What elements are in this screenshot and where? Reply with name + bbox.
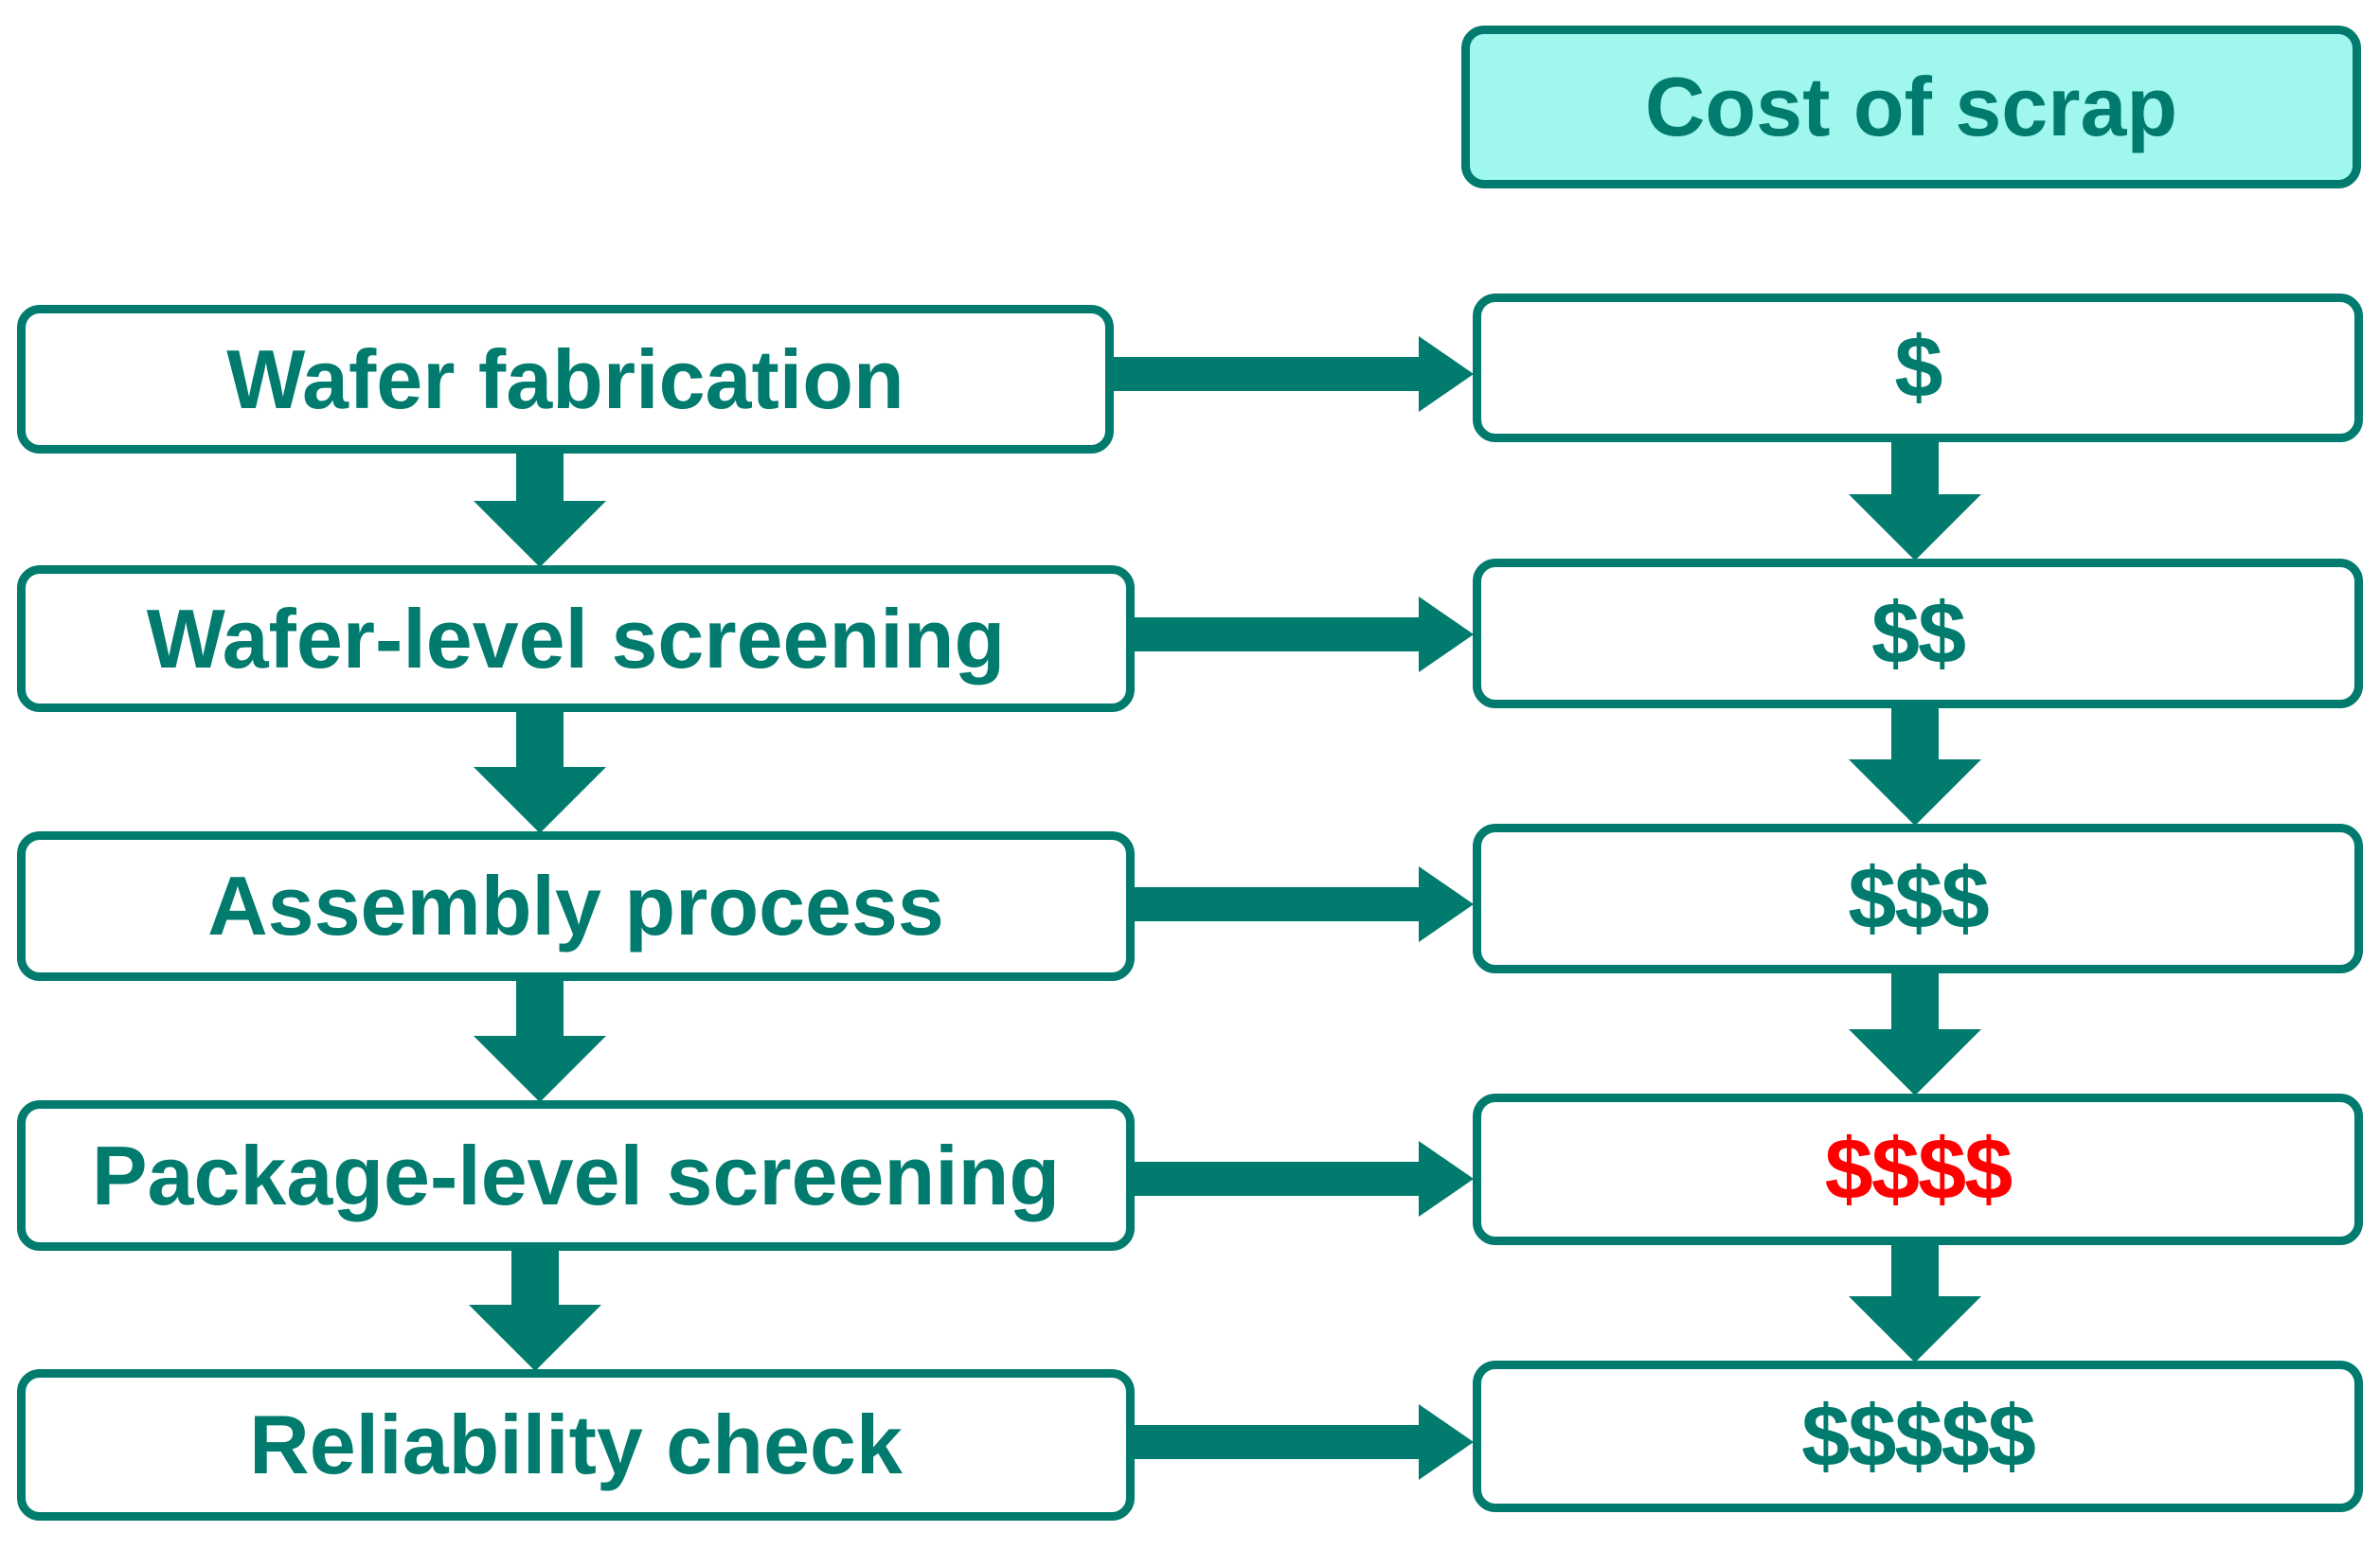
- cost-box-package-level-screening: $$$$: [1473, 1094, 2363, 1245]
- step-label: Package-level screening: [91, 1128, 1061, 1222]
- down-arrow-icon: [474, 977, 606, 1102]
- right-arrow-icon: [1114, 336, 1474, 412]
- step-label: Wafer fabrication: [226, 331, 904, 426]
- step-box-assembly-process: Assembly process: [17, 831, 1135, 981]
- cost-box-wafer-level-screening: $$: [1473, 559, 2363, 708]
- down-arrow-icon: [1849, 438, 1981, 561]
- down-arrow-icon: [474, 708, 606, 833]
- right-arrow-icon: [1135, 597, 1474, 672]
- step-label: Wafer-level screening: [146, 591, 1006, 686]
- cost-box-assembly-process: $$$: [1473, 824, 2363, 973]
- cost-value: $$$$: [1824, 1120, 2013, 1218]
- step-box-wafer-fabrication: Wafer fabrication: [17, 305, 1114, 454]
- cost-value: $$: [1870, 584, 1966, 682]
- down-arrow-icon: [1849, 970, 1981, 1096]
- cost-value: $$$: [1848, 849, 1989, 947]
- cost-box-reliability-check: $$$$$: [1473, 1361, 2363, 1512]
- down-arrow-icon: [1849, 1241, 1981, 1363]
- cost-of-scrap-header: Cost of scrap: [1461, 26, 2361, 188]
- cost-value: $$$$$: [1801, 1387, 2036, 1485]
- right-arrow-icon: [1135, 866, 1474, 942]
- step-box-wafer-level-screening: Wafer-level screening: [17, 565, 1135, 712]
- step-box-reliability-check: Reliability check: [17, 1369, 1135, 1521]
- down-arrow-icon: [1849, 704, 1981, 826]
- right-arrow-icon: [1135, 1141, 1474, 1217]
- right-arrow-icon: [1135, 1404, 1474, 1480]
- cost-value: $: [1894, 319, 1942, 416]
- step-label: Assembly process: [207, 859, 944, 953]
- step-label: Reliability check: [249, 1398, 903, 1491]
- cost-of-scrap-header-label: Cost of scrap: [1644, 60, 2178, 153]
- down-arrow-icon: [474, 450, 606, 567]
- down-arrow-icon: [469, 1247, 601, 1371]
- step-box-package-level-screening: Package-level screening: [17, 1100, 1135, 1251]
- cost-box-wafer-fabrication: $: [1473, 294, 2363, 442]
